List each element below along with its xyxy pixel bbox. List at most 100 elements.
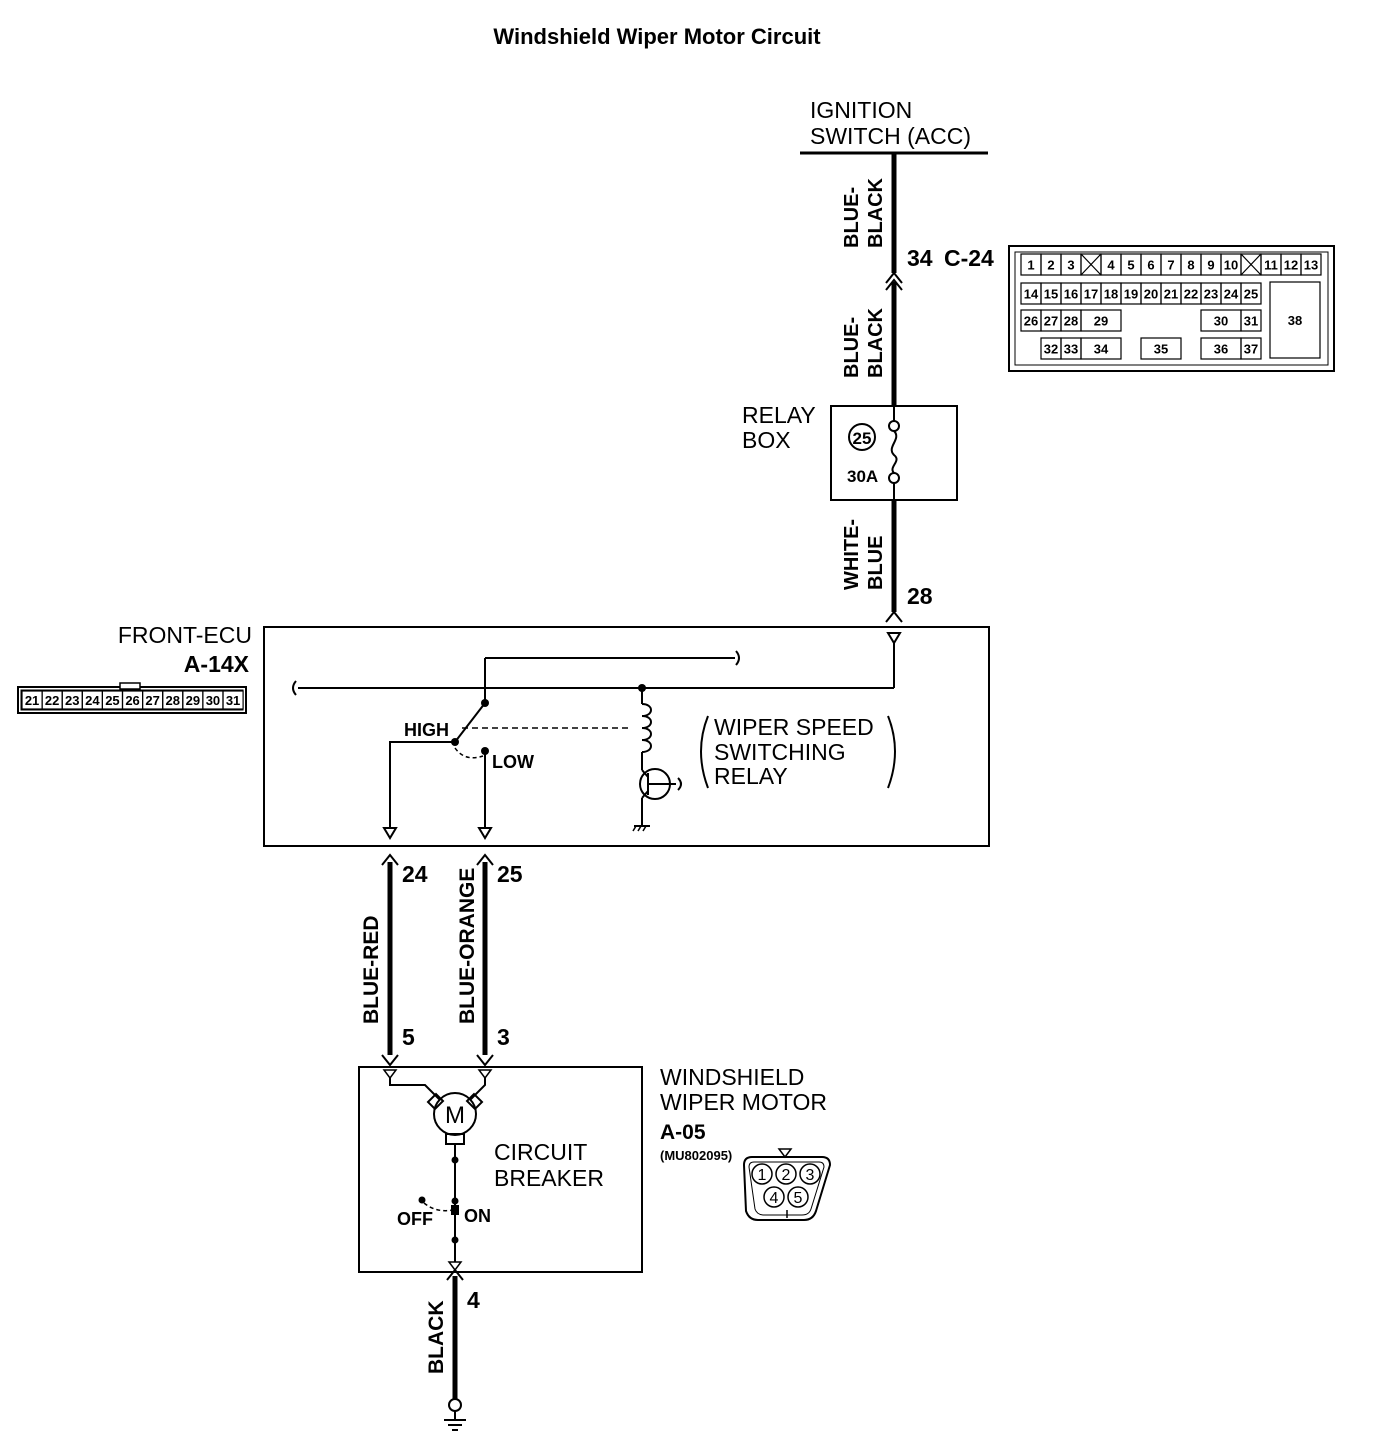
ignition-switch-label-1: IGNITION — [810, 97, 912, 123]
a14x-lock-tab — [119, 682, 141, 690]
c24-pin: 35 — [1140, 337, 1182, 360]
wiper-motor-part-number: (MU802095) — [660, 1148, 732, 1163]
c24-pin-38: 38 — [1269, 281, 1321, 359]
svg-text:8: 8 — [1187, 258, 1194, 273]
svg-text:6: 6 — [1147, 258, 1154, 273]
front-ecu-name: FRONT-ECU — [118, 622, 252, 648]
c24-pin: 7 — [1160, 253, 1182, 276]
svg-text:23: 23 — [65, 693, 79, 708]
c24-pin: 9 — [1200, 253, 1222, 276]
a14x-pin: 28 — [162, 690, 184, 710]
a14x-pin: 25 — [101, 690, 124, 710]
c24-pin: 36 — [1200, 337, 1242, 360]
a05-key-icon — [777, 1148, 793, 1159]
svg-text:33: 33 — [1064, 342, 1078, 357]
ecu-input-pin: 28 — [907, 583, 933, 609]
a14x-pin: 24 — [81, 690, 104, 710]
c24-pin: 23 — [1200, 282, 1222, 305]
wire-color-black: BLACK — [425, 1301, 448, 1375]
fuse-rating: 30A — [847, 467, 878, 486]
svg-text:30: 30 — [206, 693, 220, 708]
ecu-pin-25: 25 — [497, 861, 523, 887]
svg-text:4: 4 — [1107, 258, 1115, 273]
a14x-pin: 23 — [61, 690, 83, 710]
svg-text:7: 7 — [1167, 258, 1174, 273]
a05-pin-3: 3 — [806, 1167, 815, 1184]
svg-text:34: 34 — [1094, 342, 1109, 357]
c24-blank-cavity — [1240, 253, 1262, 276]
relay-box: RELAY BOX 25 30A — [742, 402, 958, 501]
svg-text:26: 26 — [1024, 314, 1038, 329]
svg-text:29: 29 — [186, 693, 200, 708]
c24-pin: 34 — [1080, 337, 1122, 360]
ignition-switch-label-2: SWITCH (ACC) — [810, 123, 971, 149]
a14x-pin: 21 — [21, 690, 43, 710]
svg-text:29: 29 — [1094, 314, 1108, 329]
c24-blank-cavity — [1080, 253, 1102, 276]
c24-pin: 25 — [1240, 282, 1262, 305]
svg-text:13: 13 — [1304, 258, 1318, 273]
svg-text:24: 24 — [85, 693, 100, 708]
a14x-pin: 22 — [41, 690, 63, 710]
continuation-break-icon — [735, 650, 740, 666]
circuit-breaker-label-1: CIRCUIT — [494, 1139, 587, 1165]
svg-text:21: 21 — [1164, 287, 1178, 302]
c24-connector-symbol — [885, 271, 903, 291]
c24-pin: 26 — [1020, 309, 1042, 332]
fuse-icon — [888, 406, 900, 500]
c24-pin: 8 — [1180, 253, 1202, 276]
a05-pin-5: 5 — [794, 1190, 803, 1207]
svg-text:22: 22 — [45, 693, 59, 708]
svg-text:31: 31 — [1244, 314, 1258, 329]
wire-label-blue-black-upper: BLUE- BLACK — [841, 177, 887, 248]
fuse-number-circle — [848, 423, 876, 451]
c24-pin: 2 — [1040, 253, 1062, 276]
c24-pin-label: 34 — [907, 245, 933, 271]
breaker-on-label: ON — [464, 1206, 491, 1226]
c24-pin: 22 — [1180, 282, 1202, 305]
svg-text:25: 25 — [105, 693, 119, 708]
breaker-off-label: OFF — [397, 1209, 433, 1229]
a05-pin-1: 1 — [758, 1167, 767, 1184]
relay-low-label: LOW — [492, 752, 534, 772]
svg-text:23: 23 — [1204, 287, 1218, 302]
svg-text:10: 10 — [1224, 258, 1238, 273]
wire-color-blue-orange: BLUE-ORANGE — [456, 868, 479, 1024]
svg-text:14: 14 — [1024, 287, 1039, 302]
wiper-motor-connector: A-05 — [660, 1121, 706, 1144]
motor-pin-4: 4 — [467, 1287, 480, 1313]
svg-text:37: 37 — [1244, 342, 1258, 357]
wiper-motor: M CIRCUIT BREAKER OFF ON WINDSHIELD WIPE… — [358, 1064, 827, 1273]
a14x-pin: 31 — [222, 690, 244, 710]
a05-pin-4: 4 — [770, 1190, 779, 1207]
c24-pin: 15 — [1040, 282, 1062, 305]
c24-pin: 4 — [1100, 253, 1122, 276]
c24-pin: 21 — [1160, 282, 1182, 305]
a14x-pin: 27 — [142, 690, 164, 710]
wiper-motor-outline — [358, 1066, 643, 1273]
svg-text:35: 35 — [1154, 342, 1168, 357]
c24-pin: 31 — [1240, 309, 1262, 332]
svg-text:27: 27 — [1044, 314, 1058, 329]
svg-text:28: 28 — [1064, 314, 1078, 329]
diagram-title: Windshield Wiper Motor Circuit — [493, 24, 821, 49]
svg-text:21: 21 — [25, 693, 39, 708]
c24-pin: 17 — [1080, 282, 1102, 305]
svg-text:5: 5 — [1127, 258, 1134, 273]
a05-pin-2: 2 — [782, 1167, 791, 1184]
svg-text:2: 2 — [1047, 258, 1054, 273]
ecu-terminal-25 — [477, 827, 493, 840]
relay-switch-contact — [454, 702, 486, 743]
svg-text:16: 16 — [1064, 287, 1078, 302]
motor-brush-right — [465, 1092, 484, 1111]
svg-text:31: 31 — [226, 693, 240, 708]
c24-pin: 6 — [1140, 253, 1162, 276]
c24-pin: 12 — [1280, 253, 1302, 276]
svg-text:27: 27 — [145, 693, 159, 708]
svg-text:26: 26 — [125, 693, 139, 708]
a14x-pin: 26 — [121, 690, 144, 710]
svg-text:24: 24 — [1224, 287, 1239, 302]
c24-pin: 37 — [1240, 337, 1262, 360]
